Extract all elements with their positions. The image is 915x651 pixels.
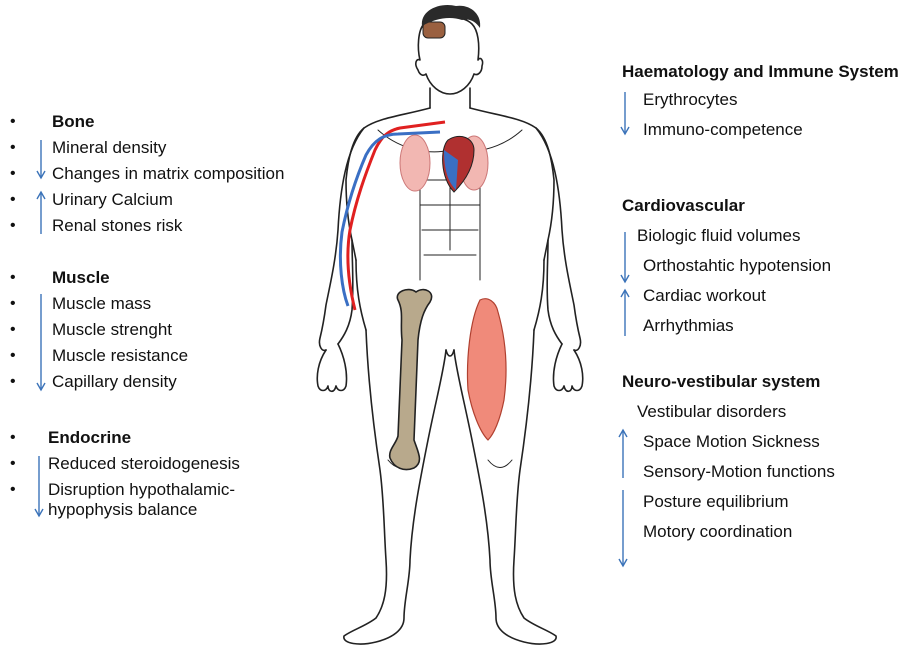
bullet: • — [10, 112, 16, 132]
neuro-item: Posture equilibrium — [643, 492, 789, 512]
artery-line — [348, 122, 445, 310]
up-arrow-icon — [620, 288, 630, 338]
cardiovascular-item: Arrhythmias — [643, 316, 734, 336]
neuro-item: Vestibular disorders — [637, 402, 786, 422]
brain-icon — [423, 22, 445, 38]
bone-item: Mineral density — [52, 138, 166, 158]
endocrine-item: Disruption hypothalamic- — [48, 480, 235, 500]
endocrine-item: hypophysis balance — [48, 500, 197, 520]
bullet: • — [10, 480, 16, 500]
cardiovascular-item: Biologic fluid volumes — [637, 226, 800, 246]
muscle-item: Capillary density — [52, 372, 177, 392]
bullet: • — [10, 138, 16, 158]
left-hand-outline — [317, 344, 346, 391]
muscle-item: Muscle resistance — [52, 346, 188, 366]
down-arrow-icon — [620, 232, 630, 284]
bullet: • — [10, 346, 16, 366]
thigh-muscle — [468, 299, 507, 440]
cardiovascular-title: Cardiovascular — [622, 196, 745, 216]
neuro-title: Neuro-vestibular system — [622, 372, 820, 392]
right-hand-outline — [553, 344, 582, 391]
neuro-item: Space Motion Sickness — [643, 432, 820, 452]
bone-title: Bone — [52, 112, 95, 132]
bullet: • — [10, 268, 16, 288]
bullet: • — [10, 216, 16, 236]
neuro-item: Motory coordination — [643, 522, 792, 542]
down-arrow-icon — [34, 456, 44, 518]
haematology-item: Immuno-competence — [643, 120, 803, 140]
bullet: • — [10, 164, 16, 184]
cardiovascular-item: Orthostahtic hypotension — [643, 256, 831, 276]
down-arrow-icon — [620, 92, 630, 136]
femur-bone — [390, 290, 432, 470]
muscle-item: Muscle mass — [52, 294, 151, 314]
down-arrow-icon — [618, 490, 628, 568]
haematology-item: Erythrocytes — [643, 90, 737, 110]
muscle-title: Muscle — [52, 268, 110, 288]
bone-item: Changes in matrix composition — [52, 164, 284, 184]
bullet: • — [10, 320, 16, 340]
bullet: • — [10, 294, 16, 314]
bone-item: Urinary Calcium — [52, 190, 173, 210]
endocrine-item: Reduced steroidogenesis — [48, 454, 240, 474]
muscle-item: Muscle strenght — [52, 320, 172, 340]
bullet: • — [10, 428, 16, 448]
bullet: • — [10, 372, 16, 392]
down-arrow-icon — [36, 140, 46, 180]
bullet: • — [10, 190, 16, 210]
lung-left — [400, 135, 430, 191]
neck-outline — [430, 88, 470, 108]
cardiovascular-item: Cardiac workout — [643, 286, 766, 306]
up-arrow-icon — [618, 428, 628, 480]
up-arrow-icon — [36, 190, 46, 236]
down-arrow-icon — [36, 294, 46, 392]
haematology-title: Haematology and Immune System — [622, 62, 899, 82]
hip-outline — [356, 260, 544, 330]
endocrine-title: Endocrine — [48, 428, 131, 448]
neuro-item: Sensory-Motion functions — [643, 462, 835, 482]
left-leg-outline — [344, 330, 446, 644]
crotch-outline — [446, 350, 454, 356]
bullet: • — [10, 454, 16, 474]
bone-item: Renal stones risk — [52, 216, 182, 236]
right-arm-outline — [536, 128, 581, 350]
